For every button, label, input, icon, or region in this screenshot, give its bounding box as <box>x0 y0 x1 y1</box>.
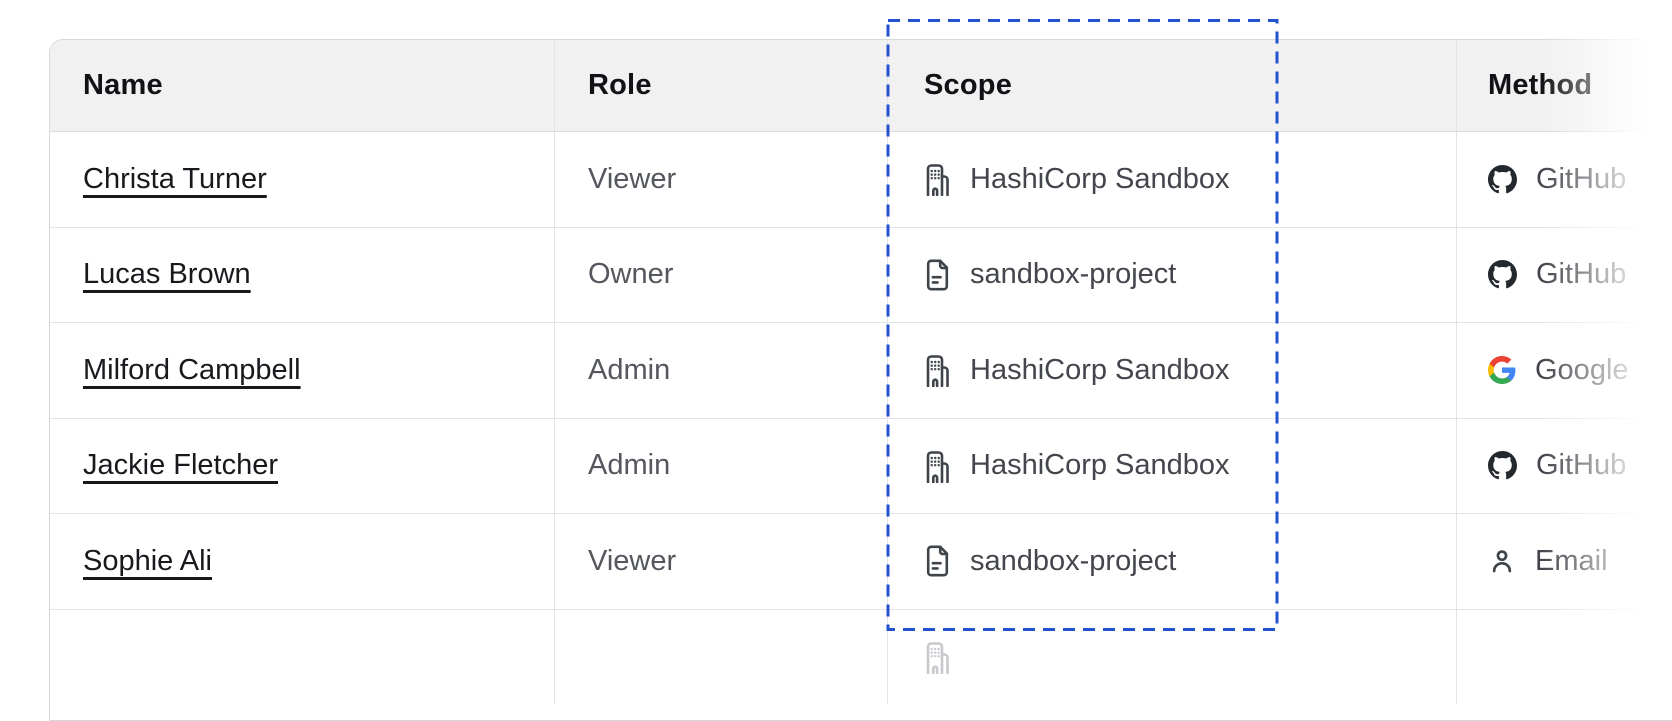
name-cell: Jackie Fletcher <box>50 419 554 514</box>
role-cell: Viewer <box>554 514 887 609</box>
table-row: Lucas Brown Owner sandbox-project GitHub <box>50 226 1672 323</box>
role-value: Owner <box>588 258 674 291</box>
org-icon <box>924 640 951 674</box>
method-value: GitHub <box>1536 162 1627 195</box>
scope-cell <box>887 609 1456 704</box>
scope-value: sandbox-project <box>970 258 1177 291</box>
table-row: Jackie Fletcher Admin HashiCorp Sandbox … <box>50 417 1672 514</box>
github-icon <box>1488 164 1517 194</box>
member-name-link[interactable]: Jackie Fletcher <box>83 449 279 482</box>
scope-cell: HashiCorp Sandbox <box>887 132 1456 227</box>
method-cell: GitHub <box>1456 132 1672 227</box>
role-cell: Viewer <box>554 132 887 227</box>
members-table: Name Role Scope Method Christa Turner Vi… <box>49 39 1672 721</box>
member-name-link[interactable]: Lucas Brown <box>83 258 251 291</box>
name-cell: Milford Campbell <box>50 323 554 418</box>
org-icon <box>924 353 951 388</box>
name-cell <box>50 610 554 705</box>
method-cell: Email <box>1456 514 1672 609</box>
table-header-row: Name Role Scope Method <box>50 40 1672 131</box>
column-header-role: Role <box>554 40 887 131</box>
scope-cell: HashiCorp Sandbox <box>887 323 1456 418</box>
name-cell: Sophie Ali <box>50 514 554 609</box>
table-row: Milford Campbell Admin HashiCorp Sandbox… <box>50 322 1672 418</box>
member-name-link[interactable]: Christa Turner <box>83 162 267 195</box>
name-cell: Christa Turner <box>50 132 554 227</box>
scope-cell: sandbox-project <box>887 227 1456 322</box>
role-cell: Owner <box>554 227 887 322</box>
method-cell: GitHub <box>1456 227 1672 322</box>
method-cell <box>1456 609 1672 704</box>
org-icon <box>924 162 951 197</box>
name-cell: Lucas Brown <box>50 228 554 323</box>
project-icon <box>924 258 951 292</box>
member-name-link[interactable]: Sophie Ali <box>83 544 212 577</box>
role-value: Admin <box>588 353 671 386</box>
github-icon <box>1488 451 1517 480</box>
column-header-scope: Scope <box>887 40 1456 131</box>
scope-cell: sandbox-project <box>887 514 1456 609</box>
method-cell: GitHub <box>1456 418 1672 513</box>
table-row-partial <box>50 608 1672 705</box>
role-cell <box>554 609 887 704</box>
members-table-page: Name Role Scope Method Christa Turner Vi… <box>49 0 1672 721</box>
email-icon <box>1488 547 1516 575</box>
table-row: Christa Turner Viewer HashiCorp Sandbox … <box>50 131 1672 227</box>
role-cell: Admin <box>554 418 887 513</box>
table-row: Sophie Ali Viewer sandbox-project Email <box>50 513 1672 609</box>
column-header-label: Scope <box>924 69 1013 101</box>
method-value: GitHub <box>1536 258 1627 291</box>
scope-cell: HashiCorp Sandbox <box>887 418 1456 513</box>
scope-value: HashiCorp Sandbox <box>970 162 1230 195</box>
column-header-name: Name <box>50 40 554 131</box>
column-header-label: Role <box>588 69 652 101</box>
column-header-label: Method <box>1488 69 1593 101</box>
project-icon <box>924 544 951 578</box>
table-body: Christa Turner Viewer HashiCorp Sandbox … <box>50 131 1672 704</box>
org-icon <box>924 449 951 483</box>
method-cell: Google <box>1456 323 1672 418</box>
github-icon <box>1488 260 1517 289</box>
column-header-method: Method <box>1456 40 1672 131</box>
role-value: Admin <box>588 449 671 482</box>
method-value: Google <box>1535 353 1629 386</box>
scope-value: HashiCorp Sandbox <box>970 353 1230 386</box>
method-value: Email <box>1535 544 1608 577</box>
scope-value: HashiCorp Sandbox <box>970 449 1230 482</box>
role-cell: Admin <box>554 323 887 418</box>
scope-value: sandbox-project <box>970 544 1177 577</box>
google-icon <box>1488 356 1516 385</box>
member-name-link[interactable]: Milford Campbell <box>83 353 301 386</box>
role-value: Viewer <box>588 544 677 577</box>
role-value: Viewer <box>588 162 677 195</box>
method-value: GitHub <box>1536 449 1627 482</box>
column-header-label: Name <box>83 69 163 101</box>
